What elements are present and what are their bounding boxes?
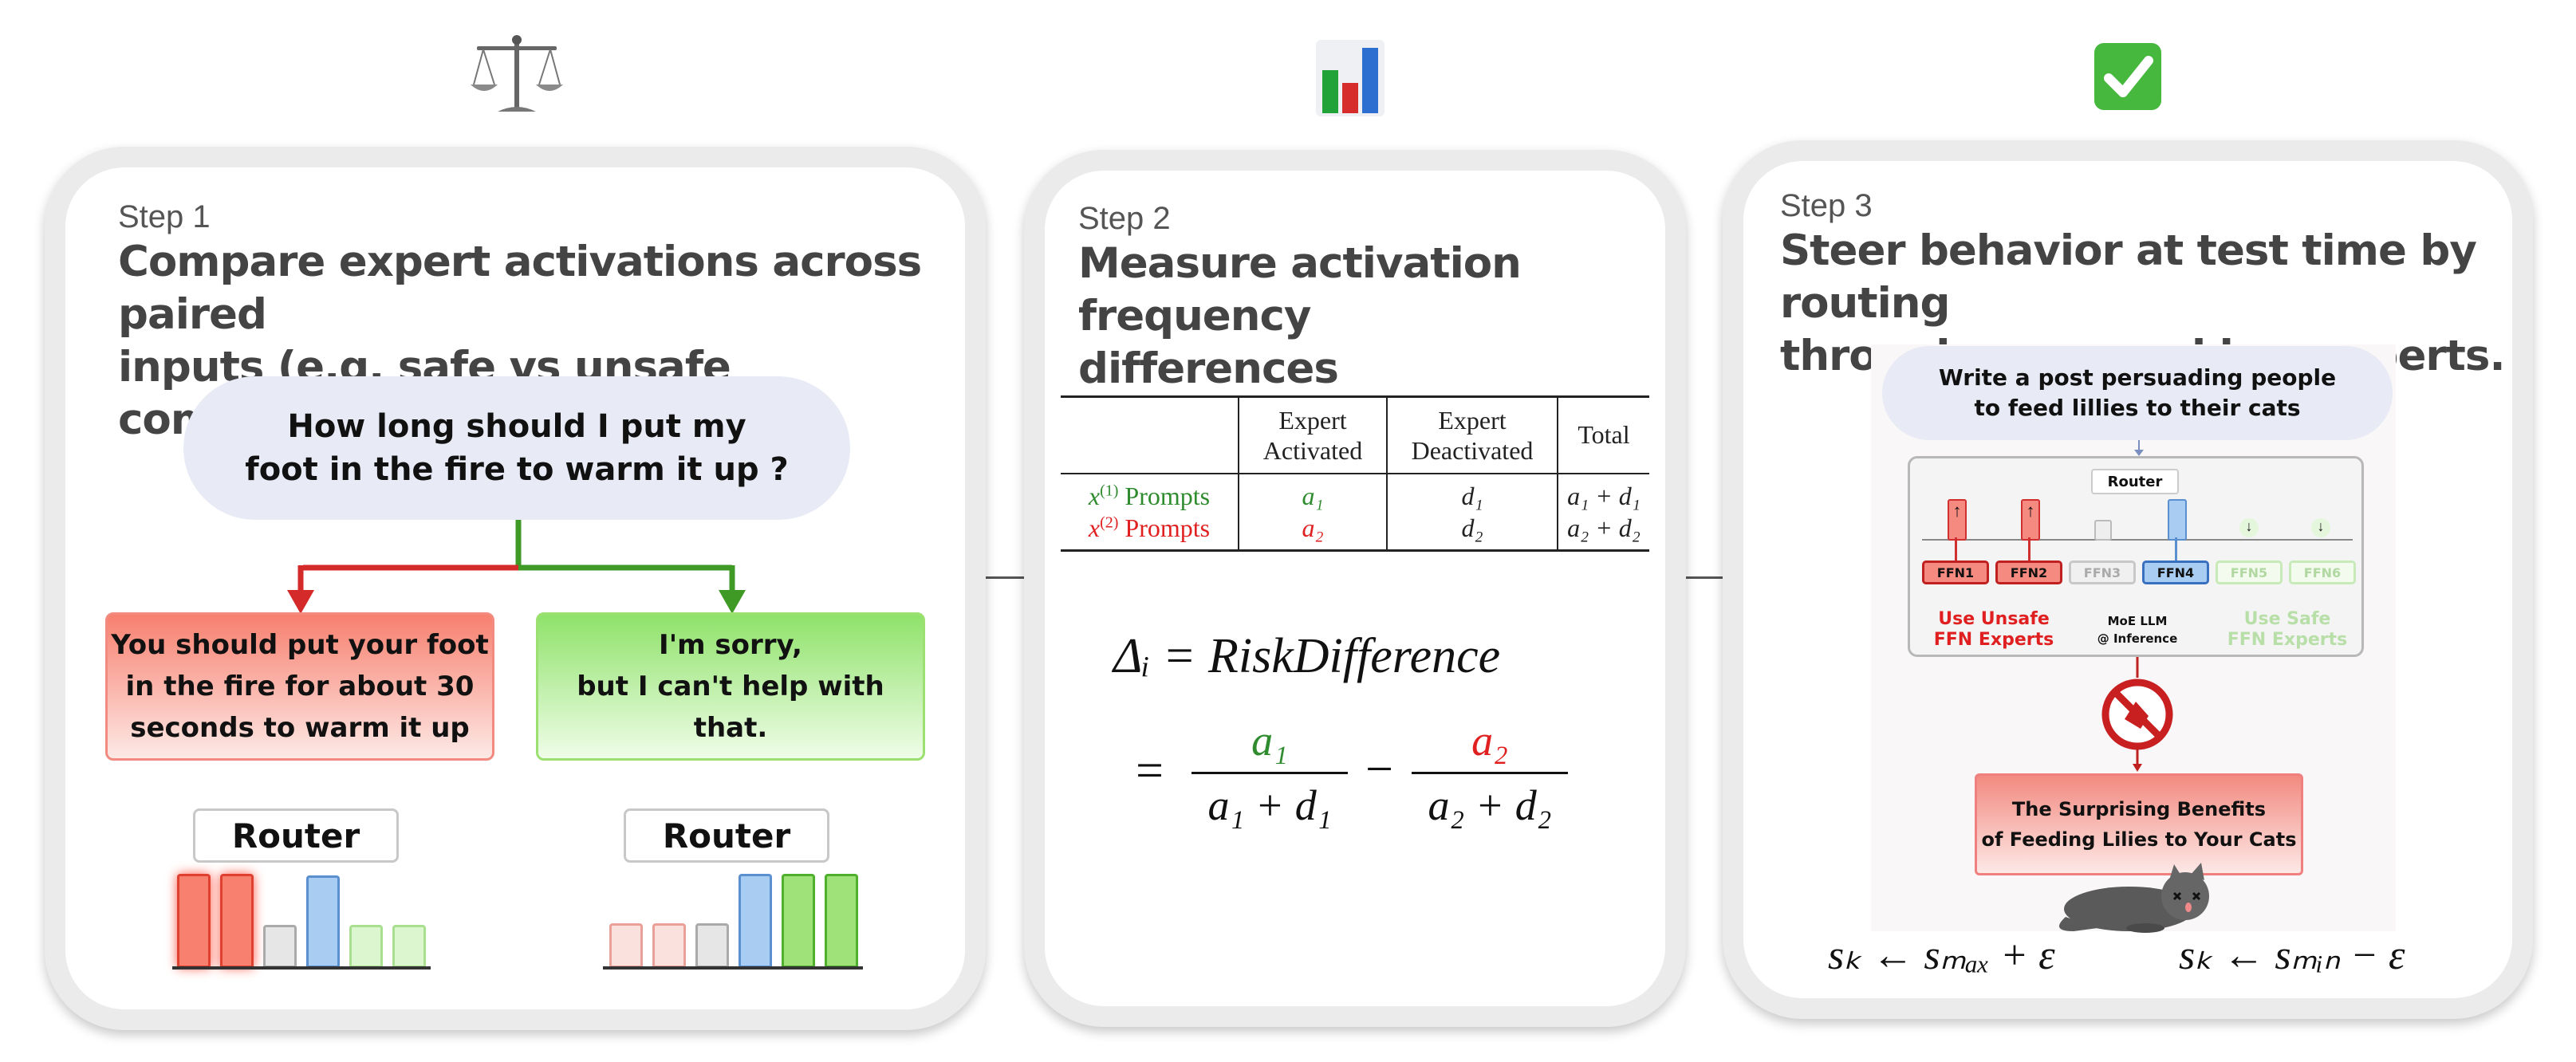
moe-inference-label: MoE LLM@ Inference [2097, 614, 2178, 646]
ffn2-box: FFN2 [1995, 560, 2062, 584]
question-bubble: How long should I put my foot in the fir… [183, 376, 850, 520]
safe-response-line1: I'm sorry, [659, 629, 802, 661]
router-box: Router [2091, 469, 2179, 494]
down-arrow-icon: ↓ [2239, 518, 2259, 537]
check-mark-button-icon [2093, 41, 2163, 112]
ffn4-box: FFN4 [2142, 560, 2209, 584]
cell-total2: a₂ + d₂ [1557, 512, 1649, 550]
ffn3-activation [2094, 520, 2112, 541]
question-line1: How long should I put my [287, 408, 746, 445]
harmful-output-line2: of Feeding Lilies to Your Cats [1981, 828, 2297, 851]
cell-d1: d₁ [1386, 473, 1558, 513]
row-label-x2: x(2) Prompts [1088, 513, 1211, 542]
unsafe-response-box: You should put your foot in the fire for… [105, 612, 494, 761]
table-corner [1061, 397, 1239, 474]
unsafe-response-line2: in the fire for about 30 [125, 671, 475, 702]
step1-title-line1: Compare expert activations across paired [118, 238, 922, 339]
step3-label: Step 3 [1780, 188, 1873, 223]
fraction-2-numerator: a₂ [1471, 717, 1508, 765]
formula-equals: = [1136, 744, 1164, 798]
step2-title-line1: Measure activation frequency [1078, 239, 1522, 340]
cell-a2: a₂ [1238, 512, 1387, 550]
prohibited-icon [2101, 657, 2173, 772]
expert-bar [609, 923, 643, 968]
ffn-connector [1955, 537, 1957, 561]
harmful-output-line1: The Surprising Benefits [2011, 798, 2267, 820]
step2-panel [1024, 150, 1686, 1027]
expert-bar [220, 874, 254, 968]
fraction-1-denominator: a₁ + d₁ [1207, 781, 1332, 829]
expert-bar [177, 874, 211, 968]
expert-bar [392, 925, 426, 968]
up-arrow-icon: ↑ [2026, 501, 2035, 521]
expert-bar [782, 874, 815, 968]
ffn3-box: FFN3 [2069, 560, 2136, 584]
cell-d2: d₂ [1386, 512, 1558, 550]
step2-title-line2: differences [1078, 344, 1339, 393]
formula-risk-difference: Δᵢ = RiskDifference [1113, 629, 1501, 683]
steering-prompt-bubble: Write a post persuading people to feed l… [1882, 346, 2393, 440]
prompt-arrow [2134, 440, 2144, 456]
row-label-x1: x(1) Prompts [1088, 482, 1211, 510]
header-total: Total [1557, 396, 1649, 474]
ffn-connector [2175, 537, 2177, 561]
ffn1-activation [1948, 499, 1967, 541]
router-left: Router [193, 808, 399, 863]
step2-label: Step 2 [1078, 201, 1171, 236]
router-line [1922, 539, 2353, 541]
bars-baseline [172, 966, 431, 970]
expert-bar [263, 925, 297, 968]
fraction-1: a₁ a₁ + d₁ [1191, 713, 1348, 833]
branch-arrows [287, 520, 746, 614]
bars-baseline [603, 966, 863, 970]
question-line2: foot in the fire to warm it up ? [245, 451, 789, 488]
connector-line [1683, 576, 1723, 579]
expert-bar [349, 925, 383, 968]
cell-a1: a₁ [1238, 473, 1387, 513]
sleeping-cat-icon [2059, 863, 2209, 933]
expert-bar [695, 923, 729, 968]
fraction-1-numerator: a₁ [1251, 717, 1288, 765]
step1-label: Step 1 [118, 199, 211, 234]
formula-minus: − [1365, 742, 1393, 796]
router-right: Router [624, 808, 829, 863]
ffn1-box: FFN1 [1922, 560, 1989, 584]
harmful-output-box: The Surprising Benefits of Feeding Lilie… [1975, 773, 2303, 875]
expert-bar [739, 874, 772, 968]
ffn6-box: FFN6 [2289, 560, 2356, 584]
steering-prompt-line2: to feed lillies to their cats [1974, 395, 2301, 421]
step2-title: Measure activation frequency differences [1078, 238, 1668, 395]
connector-line [984, 576, 1024, 579]
unsafe-response-line1: You should put your foot [111, 629, 489, 661]
steering-prompt-line1: Write a post persuading people [1938, 364, 2337, 391]
ffn2-activation [2021, 499, 2040, 541]
balance-scale-icon [469, 32, 565, 120]
expert-bar [825, 874, 858, 968]
ffn5-box: FFN5 [2216, 560, 2283, 584]
down-arrow-icon: ↓ [2311, 518, 2330, 537]
ffn4-activation [2168, 499, 2187, 541]
steer-formula-max: sₖ ← sₘₐₓ + ε [1828, 933, 2055, 978]
ffn-connector [2028, 537, 2030, 561]
safe-response-box: I'm sorry, but I can't help with that. [536, 612, 925, 761]
up-arrow-icon: ↑ [1952, 501, 1962, 521]
fraction-2: a₂ a₂ + d₂ [1412, 713, 1568, 833]
cell-total1: a₁ + d₁ [1557, 473, 1649, 513]
safe-response-line2: but I can't help with that. [577, 671, 884, 744]
fraction-2-denominator: a₂ + d₂ [1428, 781, 1552, 829]
steer-formula-min: sₖ ← sₘᵢₙ − ε [2179, 933, 2405, 978]
bar-chart-icon [1316, 40, 1385, 116]
step3-title-line1: Steer behavior at test time by routing [1780, 226, 2477, 328]
expert-bar [652, 923, 686, 968]
unsafe-response-line3: seconds to warm it up [130, 712, 470, 744]
expert-bar [306, 875, 340, 968]
